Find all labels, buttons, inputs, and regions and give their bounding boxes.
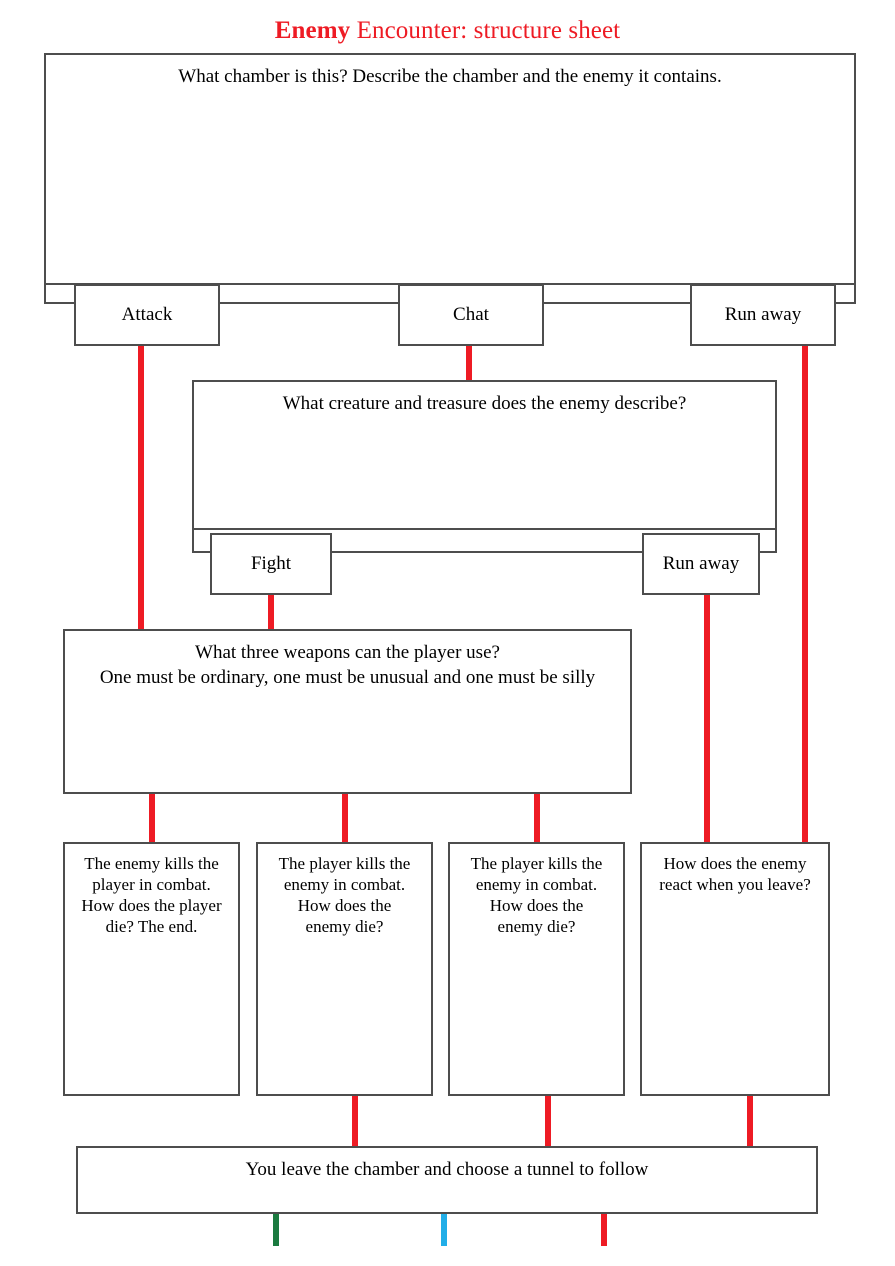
leave-chamber-text: You leave the chamber and choose a tunne… [245, 1159, 649, 1180]
choice-attack-box[interactable]: Attack [74, 284, 220, 346]
choice-run-away-top-label: Run away [724, 304, 802, 325]
outcome-player-kills-enemy-2-text: The player kills the enemy in combat. Ho… [470, 854, 603, 936]
tunnel-blue-stub [441, 1214, 447, 1246]
choice-attack-label: Attack [121, 304, 173, 325]
flow-weapons-to-outcome-1 [149, 793, 155, 843]
outcome-enemy-kills-player-text: The enemy kills the player in combat. Ho… [81, 854, 222, 936]
flow-chat-to-creature [466, 345, 472, 380]
edge-chamber-to-run-away-horizontal [830, 302, 856, 304]
tunnel-red-stub [601, 1214, 607, 1246]
flow-weapons-to-outcome-3 [534, 793, 540, 843]
edge-attack-to-chat [218, 302, 402, 304]
weapons-prompt-box[interactable]: What three weapons can the player use? O… [63, 629, 632, 794]
flow-weapons-to-outcome-2 [342, 793, 348, 843]
edge-chamber-to-attack-vertical [44, 283, 46, 304]
outcome-player-kills-enemy-2-box[interactable]: The player kills the enemy in combat. Ho… [448, 842, 625, 1096]
page-title-highlight: Enemy [274, 17, 351, 44]
chamber-prompt-box[interactable]: What chamber is this? Describe the chamb… [44, 53, 856, 285]
outcome-enemy-reacts-box[interactable]: How does the enemy react when you leave? [640, 842, 830, 1096]
edge-fight-to-run-away-mid [330, 551, 644, 553]
choice-run-away-mid-box[interactable]: Run away [642, 533, 760, 595]
choice-run-away-mid-label: Run away [662, 553, 740, 574]
edge-creature-to-run-away-horizontal [757, 551, 777, 553]
outcome-player-kills-enemy-1-text: The player kills the enemy in combat. Ho… [278, 854, 411, 936]
flow-fight-to-weapons [268, 594, 274, 630]
flow-run-away-top-to-outcome [802, 345, 808, 843]
choice-chat-box[interactable]: Chat [398, 284, 544, 346]
outcome-enemy-reacts-text: How does the enemy react when you leave? [659, 854, 811, 894]
choice-fight-box[interactable]: Fight [210, 533, 332, 595]
leave-chamber-box[interactable]: You leave the chamber and choose a tunne… [76, 1146, 818, 1214]
edge-creature-to-run-away-vertical [775, 528, 777, 552]
creature-prompt-text: What creature and treasure does the enem… [282, 393, 687, 414]
flow-outcome-3-to-leave [545, 1094, 551, 1146]
creature-prompt-box[interactable]: What creature and treasure does the enem… [192, 380, 777, 530]
choice-chat-label: Chat [453, 304, 489, 325]
choice-run-away-top-box[interactable]: Run away [690, 284, 836, 346]
edge-creature-to-fight-vertical [192, 528, 194, 552]
edge-creature-to-fight-horizontal [192, 551, 214, 553]
outcome-enemy-kills-player-box[interactable]: The enemy kills the player in combat. Ho… [63, 842, 240, 1096]
flow-outcome-4-to-leave [747, 1094, 753, 1146]
flow-run-away-mid-to-outcome [704, 594, 710, 843]
edge-chat-to-run-away [542, 302, 694, 304]
choice-fight-label: Fight [250, 553, 292, 574]
weapons-prompt-text: What three weapons can the player use? O… [99, 642, 596, 688]
edge-chamber-to-attack-horizontal [44, 302, 76, 304]
flow-attack-to-weapons [138, 345, 144, 630]
tunnel-green-stub [273, 1214, 279, 1246]
page-title: Enemy Encounter: structure sheet [0, 16, 895, 46]
page-title-rest: Encounter: structure sheet [350, 17, 621, 44]
flow-outcome-2-to-leave [352, 1094, 358, 1146]
outcome-player-kills-enemy-1-box[interactable]: The player kills the enemy in combat. Ho… [256, 842, 433, 1096]
chamber-prompt-text: What chamber is this? Describe the chamb… [178, 66, 722, 87]
edge-chamber-to-run-away-vertical [854, 283, 856, 304]
